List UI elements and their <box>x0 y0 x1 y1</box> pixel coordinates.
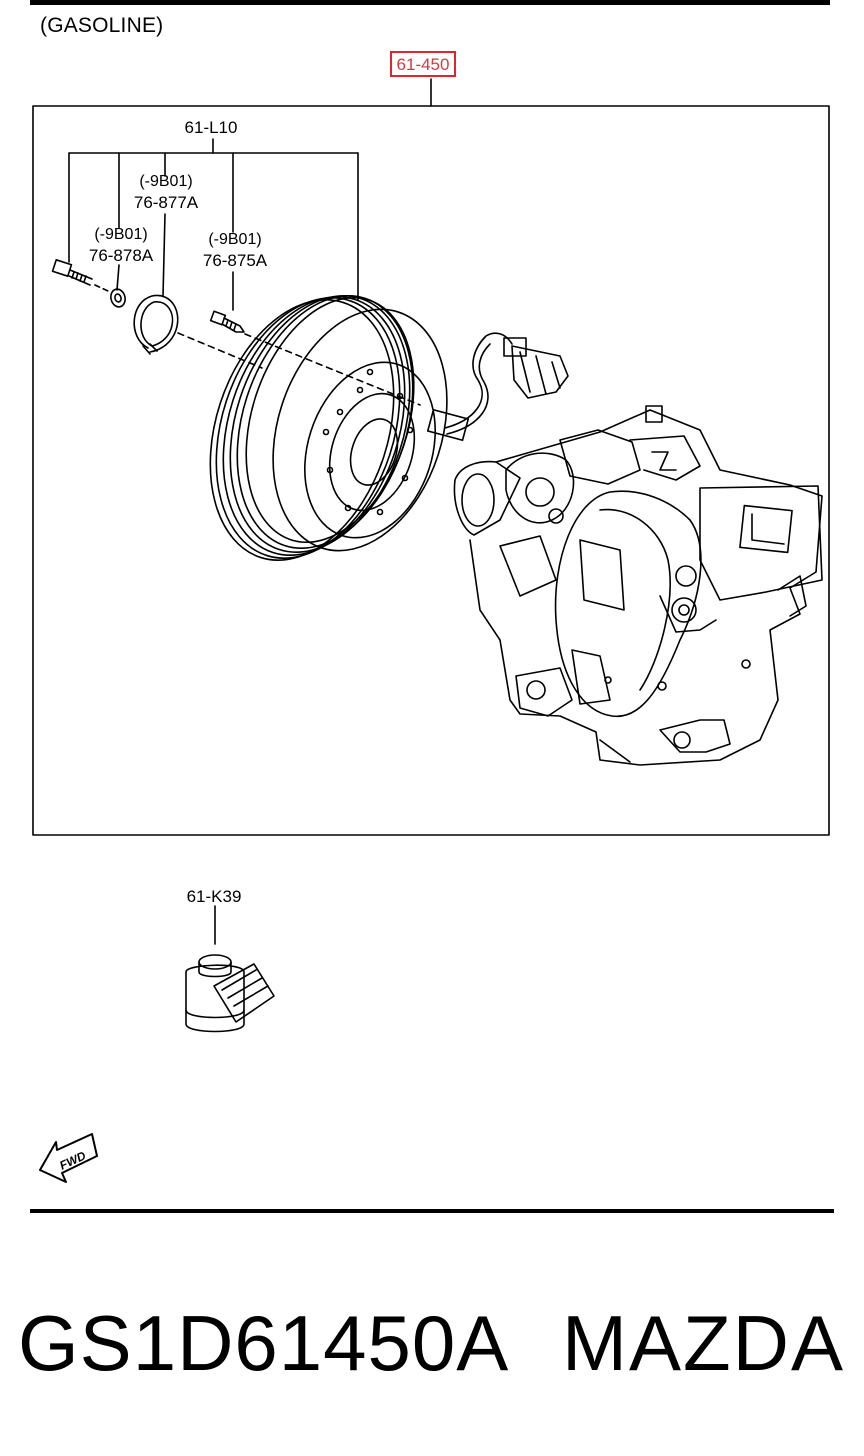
forward-arrow-icon <box>39 1133 98 1183</box>
snap-ring-part <box>133 294 179 355</box>
screw-suffix-label: (-9B01) <box>208 231 262 248</box>
top-rule <box>30 0 830 5</box>
clutch-bolt-part <box>51 259 109 292</box>
pressure-switch-part <box>185 954 275 1033</box>
part-number-text: GS1D61450A <box>18 1299 510 1387</box>
circlip-callout[interactable]: 76-877A <box>133 193 199 212</box>
alignment-line <box>177 332 263 369</box>
compressor-body-part <box>453 405 823 766</box>
wire-harness-part <box>426 332 569 442</box>
brand-text: MAZDA <box>562 1299 845 1387</box>
bolt-suffix-label: (-9B01) <box>94 226 148 243</box>
washer-part <box>110 288 126 308</box>
switch-callout[interactable]: 61-K39 <box>186 887 242 906</box>
clutch-kit-bracket <box>68 138 359 311</box>
clutch-kit-callout[interactable]: 61-L10 <box>184 118 238 137</box>
gasoline-label: (GASOLINE) <box>40 14 164 37</box>
assembly-frame <box>32 105 830 836</box>
circlip-suffix-label: (-9B01) <box>139 173 193 190</box>
clutch-pulley-part <box>209 294 448 561</box>
assembly-callout-highlight[interactable]: 61-450 <box>390 51 456 77</box>
bolt-callout[interactable]: 76-878A <box>88 246 154 265</box>
screw-callout[interactable]: 76-875A <box>202 251 268 270</box>
screw-part <box>209 310 245 333</box>
bottom-rule <box>30 1209 834 1213</box>
